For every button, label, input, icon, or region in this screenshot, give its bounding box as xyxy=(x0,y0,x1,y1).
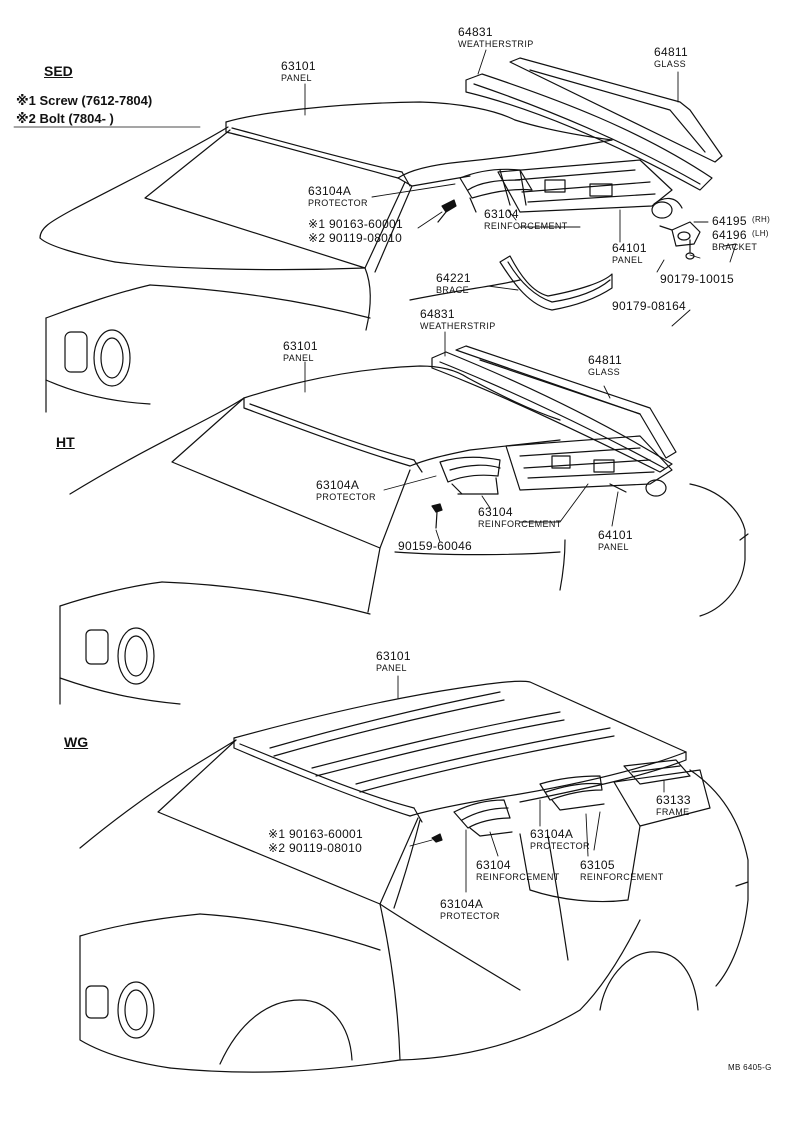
wg-protector-mid-name: PROTECTOR xyxy=(530,841,590,851)
sed-part-90179-10015: 90179-10015 xyxy=(660,272,735,286)
wg-frame xyxy=(623,759,691,785)
sed-protector-num: 63104A xyxy=(308,184,352,198)
ht-glass-name: GLASS xyxy=(588,367,621,377)
ht-panel-63101-name: PANEL xyxy=(283,353,314,363)
sed-brace-num: 64221 xyxy=(436,271,471,285)
ht-panel-63101-num: 63101 xyxy=(283,339,318,353)
wg-reinforcement-63105 xyxy=(539,775,605,811)
section-title-ht: HT xyxy=(56,434,75,450)
sed-car-body xyxy=(39,126,521,413)
sed-reinforcement-name: REINFORCEMENT xyxy=(484,221,568,231)
ht-reinforcement xyxy=(439,456,501,495)
ht-leaders xyxy=(304,331,619,543)
sed-bracket xyxy=(659,221,701,260)
sed-bracket-lh: (LH) xyxy=(752,229,769,238)
wg-leaders xyxy=(397,675,665,893)
sed-rear-window-frame xyxy=(465,57,723,191)
wg-panel-63101-name: PANEL xyxy=(376,663,407,673)
sed-brace xyxy=(499,255,613,311)
ht-part-90159-60046: 90159-60046 xyxy=(398,539,473,553)
ht-rear-panel xyxy=(505,435,673,497)
ht-weatherstrip-num: 64831 xyxy=(420,307,455,321)
sed-glass-num: 64811 xyxy=(654,45,688,59)
wg-bolt-part: ※2 90119-08010 xyxy=(268,841,363,855)
ht-car-body xyxy=(59,397,749,705)
ht-reinforcement-num: 63104 xyxy=(478,505,513,519)
legend-screw: ※1 Screw (7612-7804) xyxy=(16,93,153,108)
wg-reinforcement-63105-name: REINFORCEMENT xyxy=(580,872,664,882)
wg-protector-low-name: PROTECTOR xyxy=(440,911,500,921)
sed-reinforcement xyxy=(459,168,533,213)
diagram-code: MB 6405-G xyxy=(728,1063,772,1072)
sed-protector-name: PROTECTOR xyxy=(308,198,368,208)
ht-weatherstrip-name: WEATHERSTRIP xyxy=(420,321,496,331)
sed-bolt-part: ※2 90119-08010 xyxy=(308,231,403,245)
wg-reinforcement-63105-num: 63105 xyxy=(580,858,615,872)
ht-reinforcement-name: REINFORCEMENT xyxy=(478,519,562,529)
wg-protector-low-num: 63104A xyxy=(440,897,484,911)
sed-reinforcement-num: 63104 xyxy=(484,207,519,221)
sed-weatherstrip-name: WEATHERSTRIP xyxy=(458,39,534,49)
sed-bracket-name: BRACKET xyxy=(712,242,758,252)
wg-screw xyxy=(431,833,443,843)
wg-frame-num: 63133 xyxy=(656,793,691,807)
wg-screw-part: ※1 90163-60001 xyxy=(268,827,363,841)
sed-screw-part: ※1 90163-60001 xyxy=(308,217,403,231)
section-title-wg: WG xyxy=(64,734,89,750)
legend-bolt: ※2 Bolt (7804- ) xyxy=(16,111,114,126)
sed-bracket-rh: (RH) xyxy=(752,215,771,224)
sed-panel-63101-num: 63101 xyxy=(281,59,316,73)
sed-part-90179-08164: 90179-08164 xyxy=(612,299,687,313)
ht-protector-name: PROTECTOR xyxy=(316,492,376,502)
wg-roof-panel xyxy=(233,680,687,823)
sed-rear-panel xyxy=(497,159,683,219)
ht-rear-window-frame xyxy=(431,345,677,473)
wg-frame-name: FRAME xyxy=(656,807,690,817)
wg-reinforcement-63104-num: 63104 xyxy=(476,858,511,872)
sed-bracket-lh-num: 64196 xyxy=(712,228,747,242)
sed-bracket-rh-num: 64195 xyxy=(712,214,747,228)
sed-glass-name: GLASS xyxy=(654,59,687,69)
wg-panel-63101-num: 63101 xyxy=(376,649,411,663)
ht-panel-64101-name: PANEL xyxy=(598,542,629,552)
section-title-sed: SED xyxy=(44,63,73,79)
sed-panel-64101-num: 64101 xyxy=(612,241,647,255)
wg-car-body xyxy=(79,739,749,1073)
sed-brace-name: BRACE xyxy=(436,285,470,295)
sed-screw xyxy=(437,199,457,223)
sed-leaders xyxy=(304,49,737,327)
ht-glass-num: 64811 xyxy=(588,353,622,367)
wg-reinforcement-63104 xyxy=(453,799,513,837)
ht-protector-num: 63104A xyxy=(316,478,360,492)
wg-reinforcement-63104-name: REINFORCEMENT xyxy=(476,872,560,882)
sed-weatherstrip-num: 64831 xyxy=(458,25,493,39)
ht-panel-64101-num: 64101 xyxy=(598,528,633,542)
sed-panel-63101-name: PANEL xyxy=(281,73,312,83)
wg-protector-mid-num: 63104A xyxy=(530,827,574,841)
sed-panel-64101-name: PANEL xyxy=(612,255,643,265)
ht-bolt xyxy=(431,503,443,529)
ht-roof-panel xyxy=(243,365,561,473)
sed-roof-panel xyxy=(225,101,613,187)
